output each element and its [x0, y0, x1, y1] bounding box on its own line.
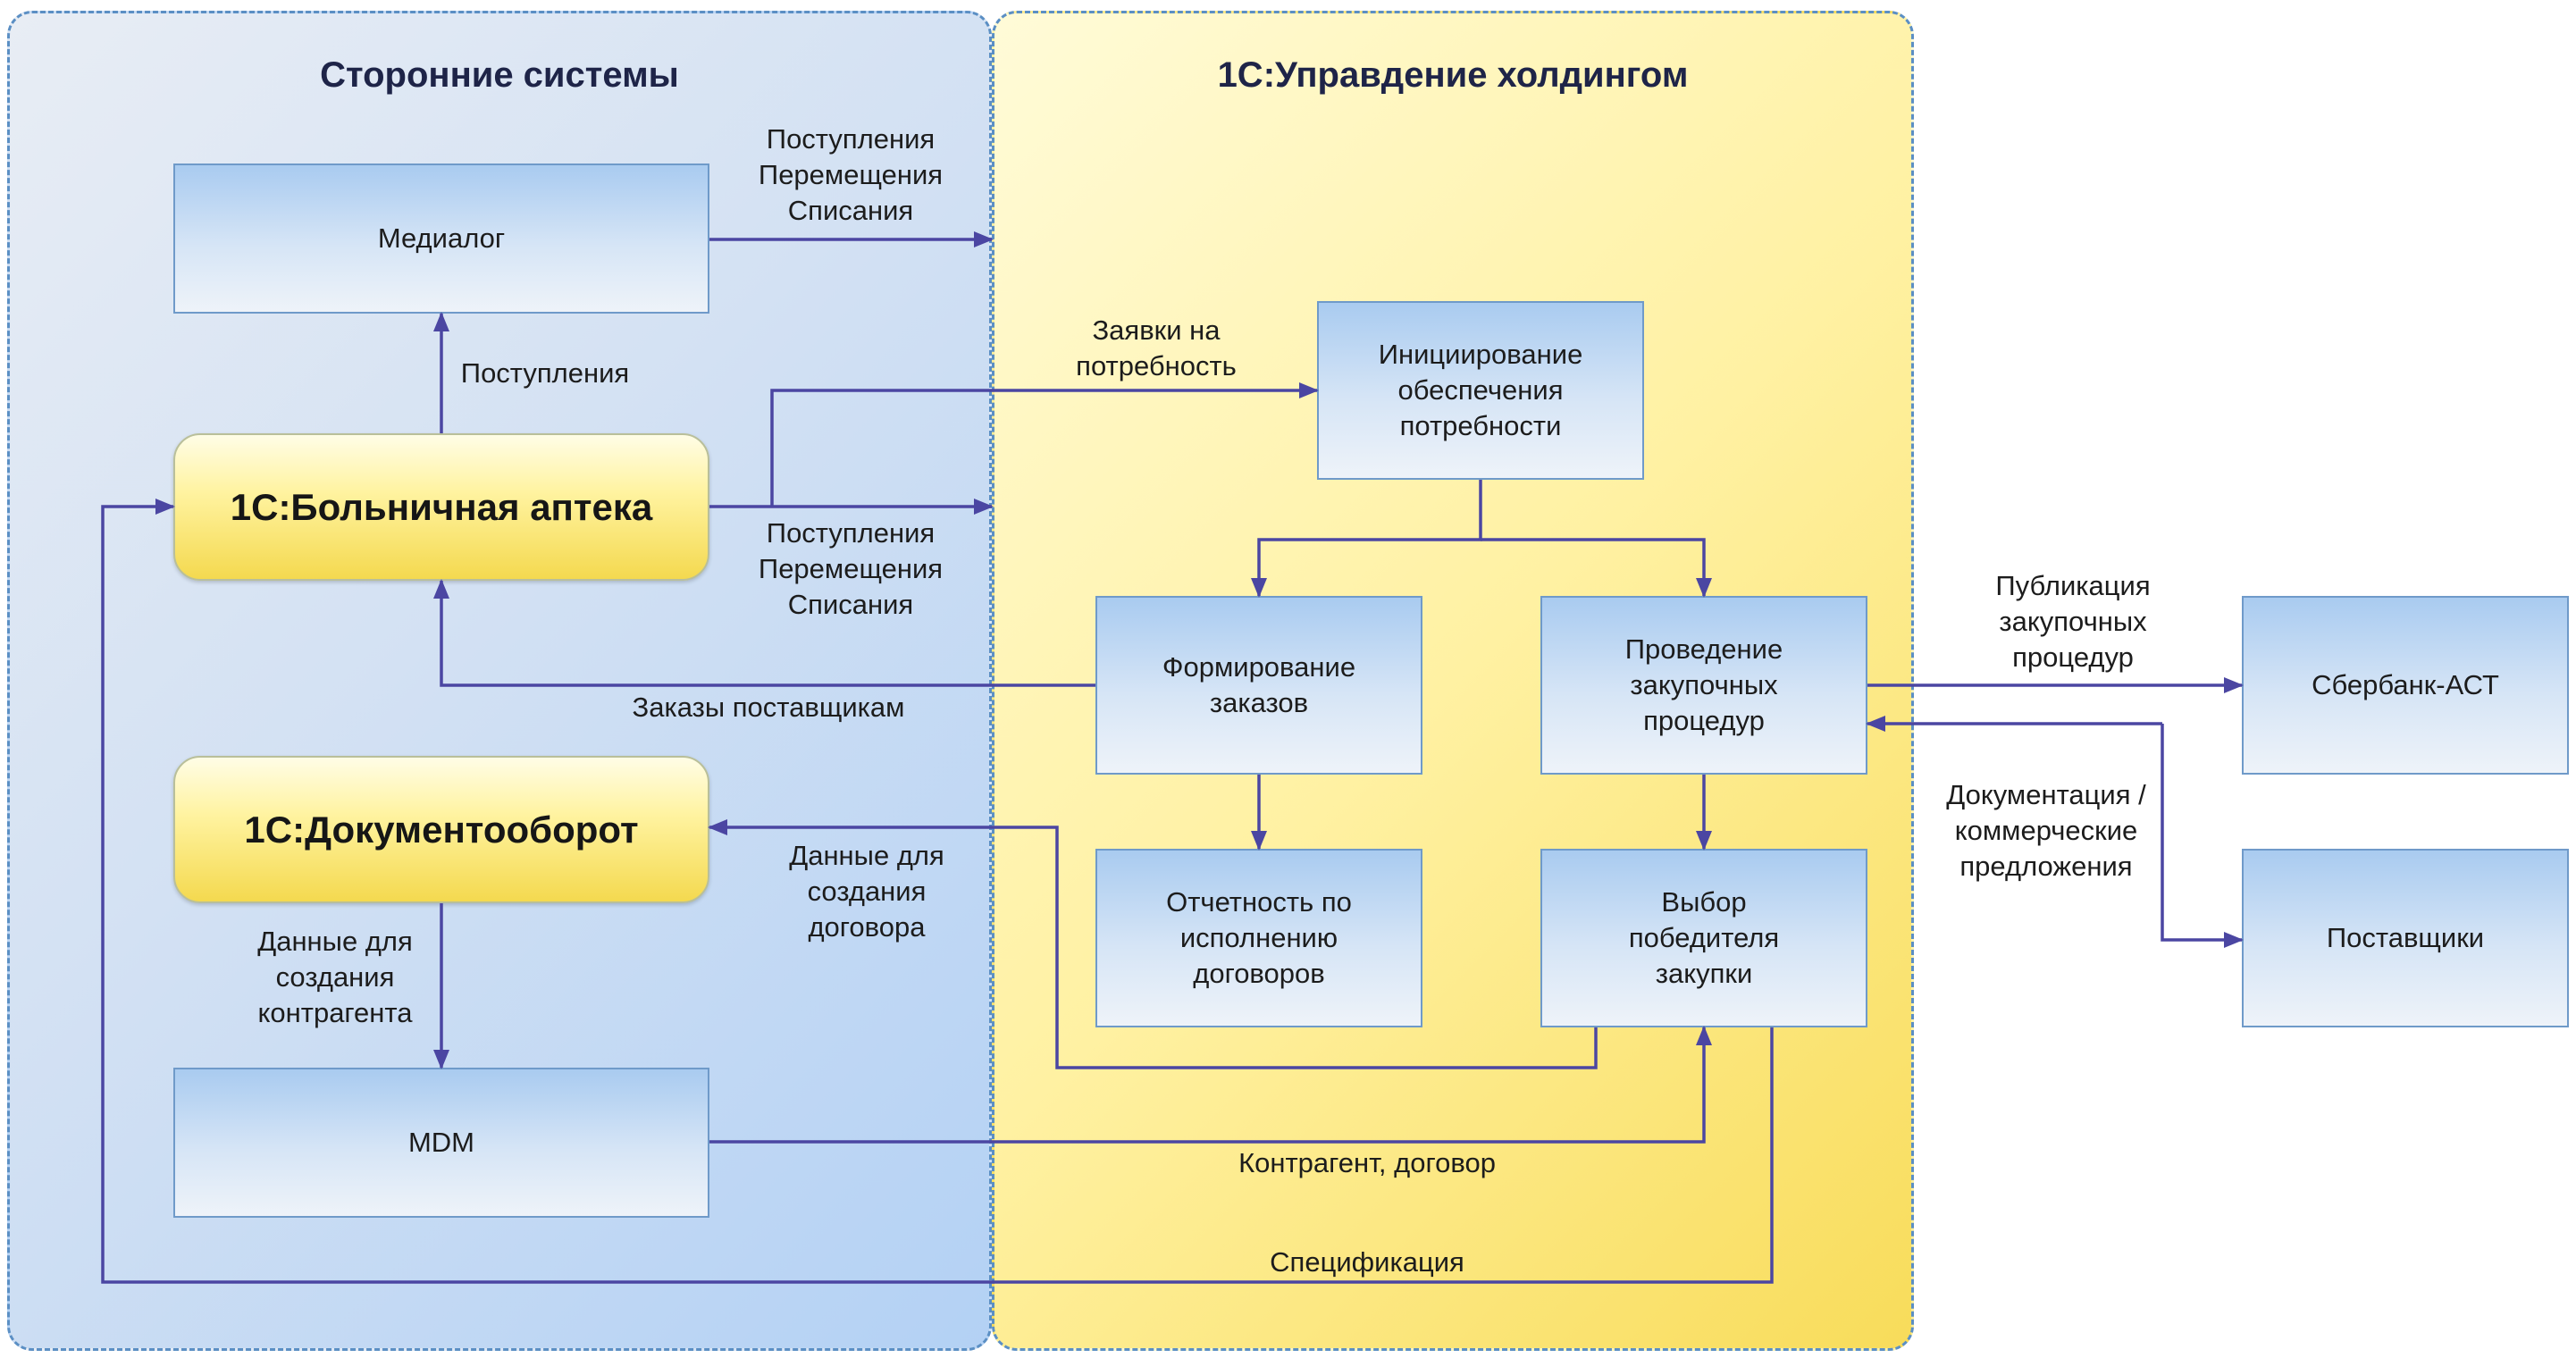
medialog-box: Медиалог [173, 163, 709, 314]
label-publication: Публикация закупочных процедур [1995, 570, 2151, 673]
document-flow-system: 1С:Документооборот [173, 756, 709, 903]
arrow-winner-to-pharmacy-specification [101, 499, 1774, 1284]
arrow-procurement-to-suppliers [2161, 724, 2244, 948]
demand-initiation-box: Инициирование обеспечения потребности [1317, 301, 1644, 480]
arrow-orders-to-pharmacy [433, 579, 1095, 687]
label-receipts: Поступления [460, 357, 630, 389]
label-demand-requests: Заявки на потребность [1076, 314, 1237, 381]
suppliers-box: Поставщики [2242, 849, 2569, 1027]
label-specification: Спецификация [1270, 1246, 1464, 1278]
label-supplier-orders: Заказы поставщикам [632, 692, 905, 723]
arrow-initiation-to-procurement [1481, 538, 1712, 598]
mdm-box: MDM [173, 1068, 709, 1218]
label-contract-data: Данные для создания договора [789, 840, 944, 943]
arrow-winner-to-document-flow [708, 819, 1598, 1069]
third-party-systems-title: Сторонние системы [320, 55, 679, 95]
sberbank-ast-box: Сбербанк-АСТ [2242, 596, 2569, 775]
label-counterparty-contract: Контрагент, договор [1238, 1147, 1496, 1178]
arrow-initiation-to-order-forming [1251, 480, 1482, 598]
order-forming-box: Формирование заказов [1095, 596, 1422, 775]
hospital-pharmacy-system: 1С:Больничная аптека [173, 433, 709, 581]
label-medialog-flow: Поступления Перемещения Списания [758, 123, 944, 226]
contract-report-box: Отчетность по исполнению договоров [1095, 849, 1422, 1027]
label-pharmacy-flow: Поступления Перемещения Списания [758, 517, 944, 620]
label-documentation: Документация / коммерческие предложения [1946, 779, 2146, 882]
procurement-procedures-box: Проведение закупочных процедур [1540, 596, 1867, 775]
holding-management-title: 1С:Управдение холдингом [1217, 55, 1689, 95]
arrow-mdm-to-winner [709, 1026, 1712, 1144]
arrow-pharmacy-to-initiation [770, 382, 1319, 507]
label-counterparty-data: Данные для создания контрагента [257, 926, 413, 1028]
